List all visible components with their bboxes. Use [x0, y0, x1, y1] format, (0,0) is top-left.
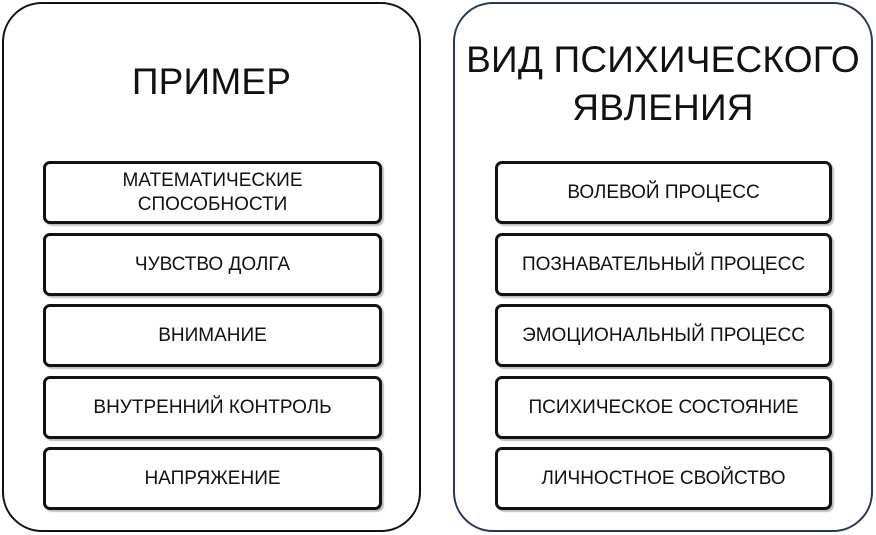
phenomenon-types-panel: ВИД ПСИХИЧЕСКОГО ЯВЛЕНИЯ ВОЛЕВОЙ ПРОЦЕСС… — [453, 2, 873, 532]
example-item-sense-of-duty[interactable]: ЧУВСТВО ДОЛГА — [43, 233, 382, 296]
type-item-cognitive-process[interactable]: ПОЗНАВАТЕЛЬНЫЙ ПРОЦЕСС — [495, 233, 832, 296]
examples-panel-title: ПРИМЕР — [131, 61, 292, 102]
example-item-math-abilities[interactable]: МАТЕМАТИЧЕСКИЕ СПОСОБНОСТИ — [43, 161, 382, 224]
example-item-tension[interactable]: НАПРЯЖЕНИЕ — [43, 447, 382, 510]
phenomenon-types-panel-title: ВИД ПСИХИЧЕСКОГО ЯВЛЕНИЯ — [466, 39, 860, 128]
example-item-internal-control[interactable]: ВНУТРЕННИЙ КОНТРОЛЬ — [43, 376, 382, 439]
type-item-emotional-process[interactable]: ЭМОЦИОНАЛЬНЫЙ ПРОЦЕСС — [495, 304, 832, 367]
example-item-attention[interactable]: ВНИМАНИЕ — [43, 304, 382, 367]
type-item-personality-trait[interactable]: ЛИЧНОСТНОЕ СВОЙСТВО — [495, 447, 832, 510]
type-item-mental-state[interactable]: ПСИХИЧЕСКОЕ СОСТОЯНИЕ — [495, 376, 832, 439]
examples-panel: ПРИМЕР МАТЕМАТИЧЕСКИЕ СПОСОБНОСТИ ЧУВСТВ… — [2, 2, 421, 532]
type-item-volitional-process[interactable]: ВОЛЕВОЙ ПРОЦЕСС — [495, 161, 832, 224]
